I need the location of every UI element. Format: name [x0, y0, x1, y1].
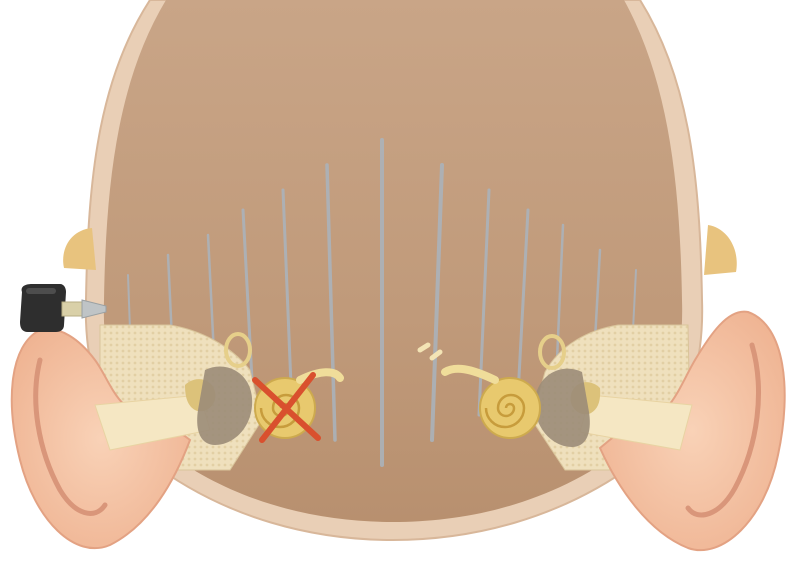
device-abutment — [62, 302, 82, 316]
right-cochlea-outer — [480, 378, 540, 438]
device-highlight — [26, 288, 56, 294]
